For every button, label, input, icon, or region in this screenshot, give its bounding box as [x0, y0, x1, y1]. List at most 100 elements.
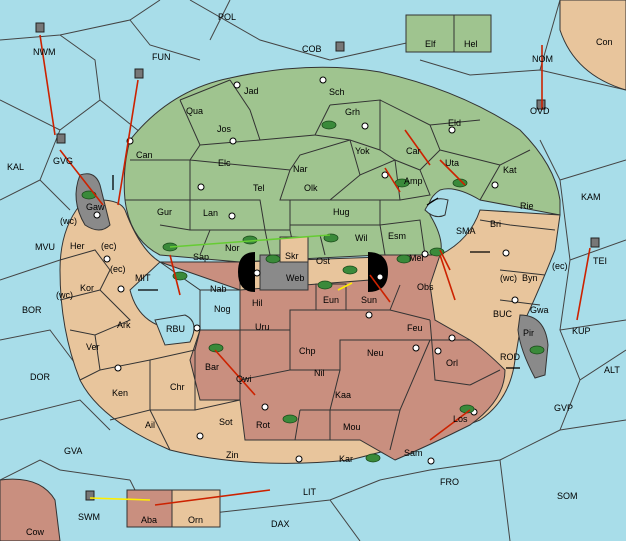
- label-byn: Byn: [522, 273, 538, 283]
- label-gvp: GVP: [554, 403, 573, 413]
- label-uru: Uru: [255, 322, 270, 332]
- label-sap: Sap: [193, 252, 209, 262]
- label-ovd: OVD: [530, 106, 550, 116]
- label-som: SOM: [557, 491, 578, 501]
- label-rbu: RBU: [166, 324, 185, 334]
- sea-units: [35, 22, 600, 501]
- label-ost: Ost: [316, 256, 331, 266]
- region-skr[interactable]: [279, 236, 309, 263]
- label-eun: Eun: [323, 295, 339, 305]
- label-aba: Aba: [141, 515, 157, 525]
- label-ver: Ver: [86, 342, 100, 352]
- label-fun: FUN: [152, 52, 171, 62]
- label-pol: POL: [218, 12, 236, 22]
- label-chp: Chp: [299, 346, 316, 356]
- label-obs: Obs: [417, 282, 434, 292]
- label-dax: DAX: [271, 519, 290, 529]
- crossings: [112, 175, 520, 369]
- lake-west: [238, 252, 255, 292]
- label-fro: FRO: [440, 477, 459, 487]
- label-rot: Rot: [256, 420, 271, 430]
- label-uta: Uta: [445, 158, 459, 168]
- label-nor: Nor: [225, 243, 240, 253]
- label-mel: Mel: [409, 253, 424, 263]
- label-gur: Gur: [157, 207, 172, 217]
- label-cow: Cow: [26, 527, 45, 537]
- label-sam: Sam: [404, 448, 423, 458]
- label-chr: Chr: [170, 382, 185, 392]
- label-ail: Ail: [145, 420, 155, 430]
- label-kaa: Kaa: [335, 390, 351, 400]
- tan-red-borders: [59, 219, 556, 451]
- label-lan: Lan: [203, 208, 218, 218]
- label-zin: Zin: [226, 450, 239, 460]
- label-bar: Bar: [205, 362, 219, 372]
- label-alt: ALT: [604, 365, 620, 375]
- label-rie: Rie: [520, 201, 534, 211]
- label-swm: SWM: [78, 512, 100, 522]
- label-mvu: MVU: [35, 242, 55, 252]
- label-dor: DOR: [30, 372, 51, 382]
- label-gva: GVA: [64, 446, 82, 456]
- label-ec-3: (ec): [552, 261, 568, 271]
- label-wc-2: (wc): [56, 290, 73, 300]
- label-kal: KAL: [7, 162, 24, 172]
- label-wc-3: (wc): [500, 273, 517, 283]
- label-bri: Bri: [490, 219, 501, 229]
- move-orders-green: [169, 234, 331, 248]
- label-sma: SMA: [456, 226, 476, 236]
- label-can: Can: [136, 150, 153, 160]
- label-amp: Amp: [404, 176, 423, 186]
- region-hel[interactable]: [453, 14, 492, 53]
- label-skr: Skr: [285, 251, 299, 261]
- label-eld: Eld: [448, 118, 461, 128]
- label-ark: Ark: [117, 320, 131, 330]
- label-kar: Kar: [339, 454, 353, 464]
- label-nar: Nar: [293, 164, 308, 174]
- label-tei: TEI: [593, 256, 607, 266]
- label-neu: Neu: [367, 348, 384, 358]
- label-nog: Nog: [214, 304, 231, 314]
- region-elf[interactable]: [405, 14, 455, 53]
- label-hel: Hel: [464, 39, 478, 49]
- label-kam: KAM: [581, 192, 601, 202]
- region-orn[interactable]: [171, 489, 221, 528]
- label-tel: Tel: [253, 183, 265, 193]
- label-nom: NOM: [532, 54, 553, 64]
- label-esm: Esm: [388, 231, 406, 241]
- label-buc: BUC: [493, 309, 513, 319]
- move-orders-yellow: [89, 282, 353, 501]
- label-gaw: Gaw: [86, 202, 105, 212]
- label-con: Con: [596, 37, 613, 47]
- label-olk: Olk: [304, 183, 318, 193]
- label-ec-1: (ec): [101, 241, 117, 251]
- label-ken: Ken: [112, 388, 128, 398]
- label-bor: BOR: [22, 305, 42, 315]
- label-rod: ROD: [500, 352, 521, 362]
- label-mou: Mou: [343, 422, 361, 432]
- label-hug: Hug: [333, 207, 350, 217]
- label-kor: Kor: [80, 283, 94, 293]
- label-kup: KUP: [572, 326, 591, 336]
- label-nwm: NWM: [33, 47, 56, 57]
- label-kat: Kat: [503, 165, 517, 175]
- move-orders-red: [39, 34, 591, 506]
- label-web: Web: [286, 273, 304, 283]
- label-grh: Grh: [345, 107, 360, 117]
- region-gaw[interactable]: [75, 173, 111, 231]
- region-cow[interactable]: [0, 478, 61, 541]
- region-aba[interactable]: [126, 489, 173, 528]
- label-nil: Nil: [314, 368, 325, 378]
- label-wc-1: (wc): [60, 216, 77, 226]
- label-los: Los: [453, 414, 468, 424]
- label-jad: Jad: [244, 86, 259, 96]
- label-sot: Sot: [219, 417, 233, 427]
- label-wil: Wil: [355, 233, 368, 243]
- label-gwa: Gwa: [530, 305, 549, 315]
- labels: POL COB NWM FUN OVD NOM Con KAL GVG MVU …: [7, 12, 620, 537]
- label-cob: COB: [302, 44, 322, 54]
- label-mit: MIT: [135, 273, 151, 283]
- lake-east: [368, 252, 388, 292]
- label-elc: Elc: [218, 158, 231, 168]
